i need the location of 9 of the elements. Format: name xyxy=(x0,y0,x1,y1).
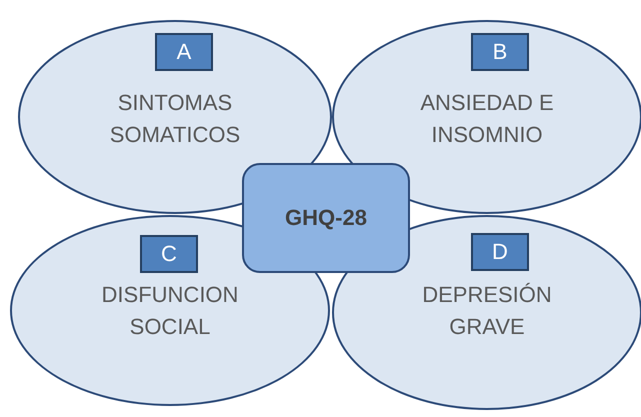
category-label: DISFUNCION SOCIAL xyxy=(100,281,240,341)
center-box: GHQ-28 xyxy=(242,163,410,273)
letter-tag: D xyxy=(471,233,529,271)
category-label: DEPRESIÓN GRAVE xyxy=(421,281,553,341)
letter-tag: B xyxy=(471,33,529,71)
category-label: ANSIEDAD E INSOMNIO xyxy=(419,89,555,149)
letter-tag: C xyxy=(140,235,198,273)
letter-tag: A xyxy=(155,33,213,71)
category-label: SINTOMAS SOMATICOS xyxy=(108,89,242,149)
